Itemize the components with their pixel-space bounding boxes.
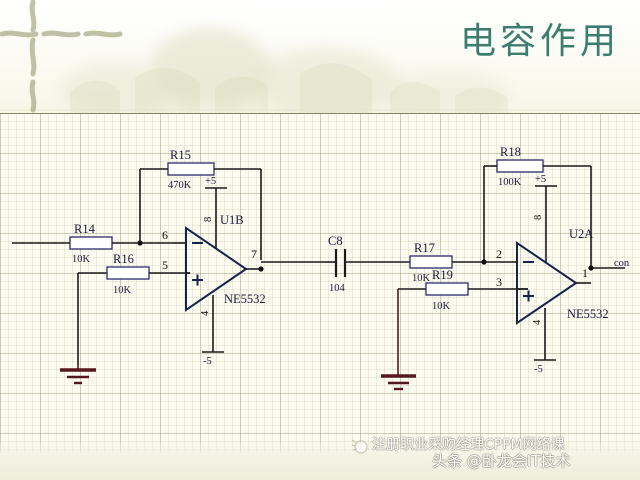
slide-title: 电容作用 [459, 21, 620, 62]
label-u2a-pin-inv: 2 [496, 247, 502, 261]
header-decoration-band [0, 0, 640, 118]
label-c8-value: 104 [329, 283, 346, 294]
label-u1b-vpos-rail: +5 [205, 176, 216, 187]
opamp-u1b [172, 187, 261, 353]
label-output-net: con [614, 258, 630, 269]
resistor-r14 [69, 236, 172, 250]
label-c8-ref: C8 [328, 234, 343, 248]
label-u1b-pin-out: 7 [251, 247, 257, 261]
header-blob-4 [380, 70, 510, 118]
opamp-u2a [512, 185, 591, 361]
label-u2a-pin-out: 1 [582, 266, 588, 280]
label-u2a-part: NE5532 [567, 307, 609, 321]
header-blob-3 [60, 62, 170, 118]
label-u2a-vpos-rail: +5 [535, 174, 546, 185]
label-r14-value: 10K [72, 254, 91, 265]
watermark-logo-icon [351, 439, 368, 454]
ink-wash-decoration [0, 63, 640, 116]
label-r18-value: 100K [498, 177, 522, 188]
resistor-r19 [398, 282, 528, 296]
label-r19-value: 10K [432, 301, 451, 312]
label-u1b-part: NE5532 [224, 292, 266, 306]
sheet-top-border [0, 113, 640, 114]
resistor-r15 [139, 162, 262, 260]
capacitor-c8 [325, 249, 410, 277]
junction-dot-u2a-inv [481, 259, 487, 265]
bottom-fade [0, 438, 640, 480]
header-blob-2 [250, 48, 400, 118]
label-r15-ref: R15 [170, 148, 191, 162]
label-r16-ref: R16 [113, 252, 134, 266]
label-u2a-ref: U2A [569, 227, 593, 241]
label-u2a-pin-vneg: 4 [532, 319, 543, 325]
label-r17-ref: R17 [414, 241, 435, 255]
label-u2a-pin-vpos: 8 [533, 215, 544, 220]
label-u1b-pin-vpos: 8 [203, 217, 214, 222]
resistor-r18 [483, 159, 592, 268]
resistor-r16 [78, 266, 190, 280]
junction-dot-u1b-inv [137, 240, 143, 246]
label-u2a-vneg-rail: -5 [534, 364, 543, 375]
label-r18-ref: R18 [500, 145, 521, 159]
header-blob-1 [150, 28, 270, 108]
label-u1b-pin-inv: 6 [162, 228, 168, 242]
label-r16-value: 10K [113, 285, 132, 296]
label-r15-value: 470K [168, 180, 192, 191]
label-r19-ref: R19 [432, 268, 453, 282]
label-r17-value: 10K [412, 273, 431, 284]
label-u1b-vneg-rail: -5 [203, 356, 212, 367]
ground-symbol-left [60, 365, 96, 385]
label-u1b-pin-noninv: 5 [162, 258, 168, 272]
junction-dot-u1b-out [258, 266, 264, 272]
label-r14-ref: R14 [74, 222, 96, 236]
label-u1b-ref: U1B [220, 213, 244, 227]
label-u2a-pin-noninv: 3 [496, 275, 502, 289]
ground-symbol-right [381, 372, 416, 391]
label-u1b-pin-vneg: 4 [200, 310, 211, 316]
branch-cross-decoration [0, 0, 123, 113]
